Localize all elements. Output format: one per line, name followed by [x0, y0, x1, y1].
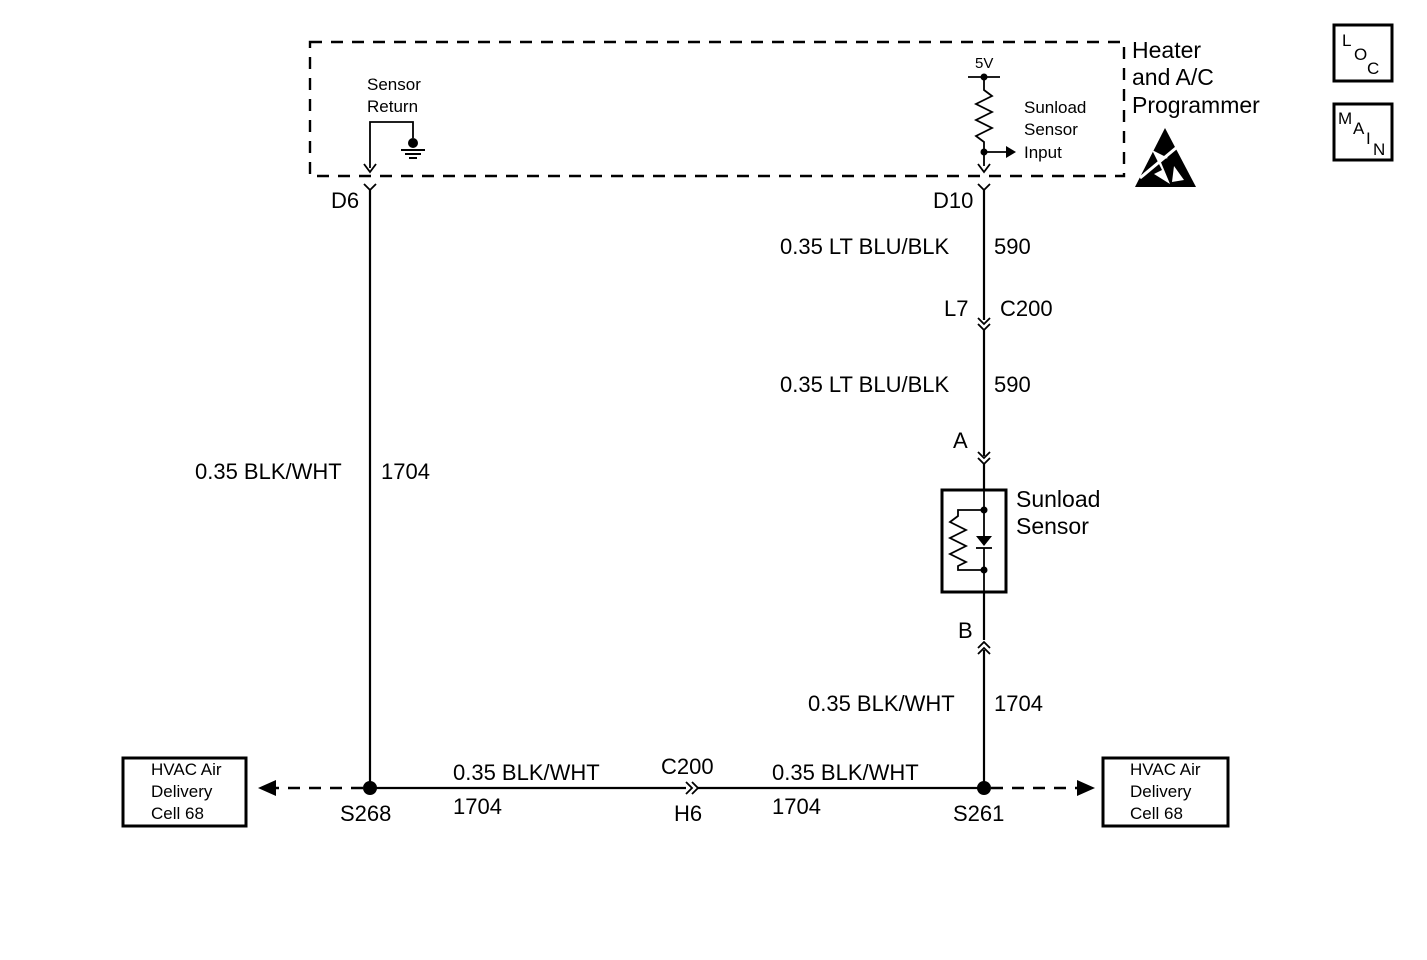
d10-internal-arrow: [977, 163, 991, 174]
pin-b: B: [958, 618, 973, 643]
svg-text:C: C: [1367, 59, 1379, 78]
pin-a: A: [953, 428, 968, 453]
sunload-input-line1: Sunload: [1024, 98, 1086, 117]
sunload-sensor-box: [940, 488, 1008, 594]
d10-connector-icon: [977, 183, 991, 192]
sensor-return-label-line2: Return: [367, 97, 418, 116]
reference-right-line1: HVAC Air: [1130, 760, 1201, 779]
right-arrow-icon: [1077, 780, 1095, 796]
wire-1704-left-spec: 0.35 BLK/WHT: [195, 459, 342, 484]
sensor-return-label-line1: Sensor: [367, 75, 421, 94]
esd-warning-icon: [1135, 128, 1196, 187]
sunload-sensor-name-line1: Sunload: [1016, 486, 1100, 512]
c200-h6-connector-icon: [685, 781, 700, 795]
main-button[interactable]: M A I N: [1332, 102, 1394, 162]
ground-icon: [401, 138, 425, 159]
reference-right-line2: Delivery: [1130, 782, 1192, 801]
sunload-sensor-name-line2: Sensor: [1016, 513, 1089, 539]
splice-s261-dot: [977, 781, 991, 795]
connector-c200-lower: C200: [661, 754, 714, 779]
splice-s261: S261: [953, 801, 1004, 826]
svg-text:A: A: [1353, 119, 1365, 138]
wire-1704-bottom-right-circuit: 1704: [772, 794, 821, 819]
svg-text:I: I: [1366, 129, 1371, 148]
pullup-resistor-icon: [973, 77, 995, 166]
reference-right[interactable]: HVAC Air Delivery Cell 68: [1101, 756, 1230, 828]
svg-text:M: M: [1338, 109, 1352, 128]
reference-left[interactable]: HVAC Air Delivery Cell 68: [121, 756, 248, 828]
sensor-return-internal-wire: [369, 121, 414, 168]
wire-1704-bottom-right-spec: 0.35 BLK/WHT: [772, 760, 919, 785]
wire-590-upper-circuit: 590: [994, 234, 1031, 259]
left-arrow-icon: [258, 780, 276, 796]
programmer-name-line3: Programmer: [1132, 92, 1260, 118]
splice-s268: S268: [340, 801, 391, 826]
svg-text:O: O: [1354, 45, 1367, 64]
pin-b-connector-icon: [977, 640, 991, 655]
reference-left-line3: Cell 68: [151, 804, 204, 823]
loc-button[interactable]: L O C: [1332, 23, 1394, 83]
reference-left-line1: HVAC Air: [151, 760, 222, 779]
wire-1704-left-circuit: 1704: [381, 459, 430, 484]
reference-right-line3: Cell 68: [1130, 804, 1183, 823]
wire-590-lower-spec: 0.35 LT BLU/BLK: [780, 372, 950, 397]
wire-1704-right-circuit: 1704: [994, 691, 1043, 716]
wire-1704-bottom-left-spec: 0.35 BLK/WHT: [453, 760, 600, 785]
d6-connector-icon: [363, 183, 377, 192]
pin-d6: D6: [331, 188, 359, 213]
pin-h6: H6: [674, 801, 702, 826]
programmer-name-line2: and A/C: [1132, 64, 1214, 90]
svg-text:N: N: [1373, 140, 1385, 159]
wire-590-lower-circuit: 590: [994, 372, 1031, 397]
reference-left-line2: Delivery: [151, 782, 213, 801]
sunload-input-line2: Sensor: [1024, 120, 1078, 139]
sunload-input-line3: Input: [1024, 143, 1062, 162]
sunload-sensor-element-icon: [947, 490, 992, 592]
svg-text:L: L: [1342, 31, 1351, 50]
pin-d10: D10: [933, 188, 973, 213]
wire-1704-bottom-left-circuit: 1704: [453, 794, 502, 819]
wire-590-upper-spec: 0.35 LT BLU/BLK: [780, 234, 950, 259]
sunload-input-arrow-icon: [1006, 146, 1016, 158]
programmer-name-line1: Heater: [1132, 37, 1201, 63]
voltage-label: 5V: [975, 55, 993, 72]
pin-l7: L7: [944, 296, 968, 321]
connector-c200-upper: C200: [1000, 296, 1053, 321]
d6-internal-arrow: [363, 163, 377, 174]
wire-1704-right-spec: 0.35 BLK/WHT: [808, 691, 955, 716]
splice-s268-dot: [363, 781, 377, 795]
programmer-enclosure: [308, 40, 1126, 178]
